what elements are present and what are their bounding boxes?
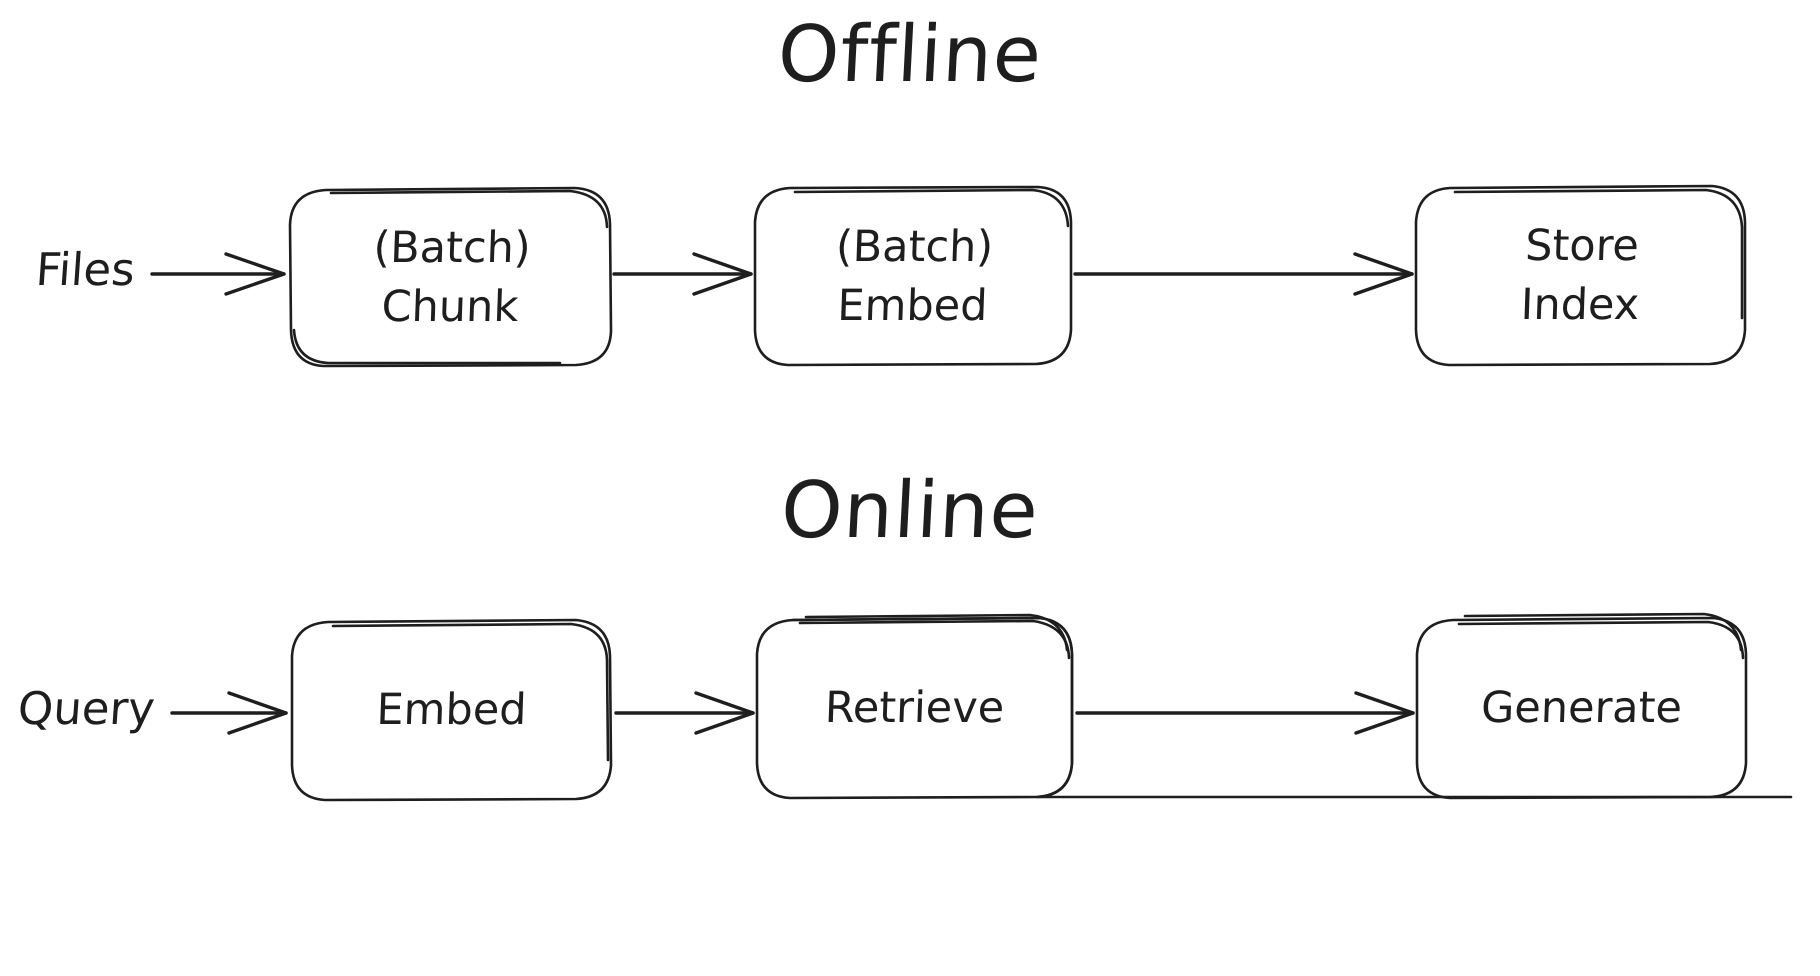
node-shape-retrieve (755, 613, 1793, 800)
node-label-line1: Retrieve (824, 682, 1006, 733)
input-label-query: Query (16, 682, 157, 735)
node-label-retrieve: Retrieve (754, 620, 1075, 797)
node-label-store-index: Store Index (1413, 188, 1749, 364)
input-label-files: Files (34, 243, 137, 296)
arrow-files-to-chunk (150, 252, 286, 296)
node-label-line1: Embed (375, 684, 528, 735)
node-label-embed: Embed (289, 622, 614, 799)
node-label-line1: (Batch) (372, 222, 532, 273)
arrow-embed-to-store-index (1073, 252, 1414, 296)
node-label-line2: Embed (836, 281, 989, 331)
node-shape-store-index (1414, 184, 1747, 367)
section-heading-online: Online (778, 466, 1042, 556)
section-heading-offline: Offline (775, 10, 1045, 100)
node-label-line2: Index (1519, 280, 1641, 330)
node-shape-embed (290, 618, 613, 802)
node-label-line1: Generate (1480, 682, 1683, 733)
node-shape-generate (1415, 612, 1748, 800)
node-label-generate: Generate (1414, 620, 1749, 797)
arrow-embed-to-retrieve (614, 691, 755, 735)
node-label-line1: Store (1524, 220, 1640, 271)
node-shape-batch-embed (753, 185, 1073, 367)
node-shape-batch-chunk (288, 186, 613, 368)
arrow-chunk-to-embed (612, 252, 753, 296)
node-label-batch-chunk: (Batch) Chunk (288, 190, 614, 366)
node-label-line1: (Batch) (835, 221, 995, 272)
arrow-query-to-embed (170, 691, 288, 735)
node-label-line2: Chunk (380, 282, 520, 332)
arrow-retrieve-to-generate (1075, 691, 1415, 735)
node-label-batch-embed: (Batch) Embed (752, 189, 1075, 365)
